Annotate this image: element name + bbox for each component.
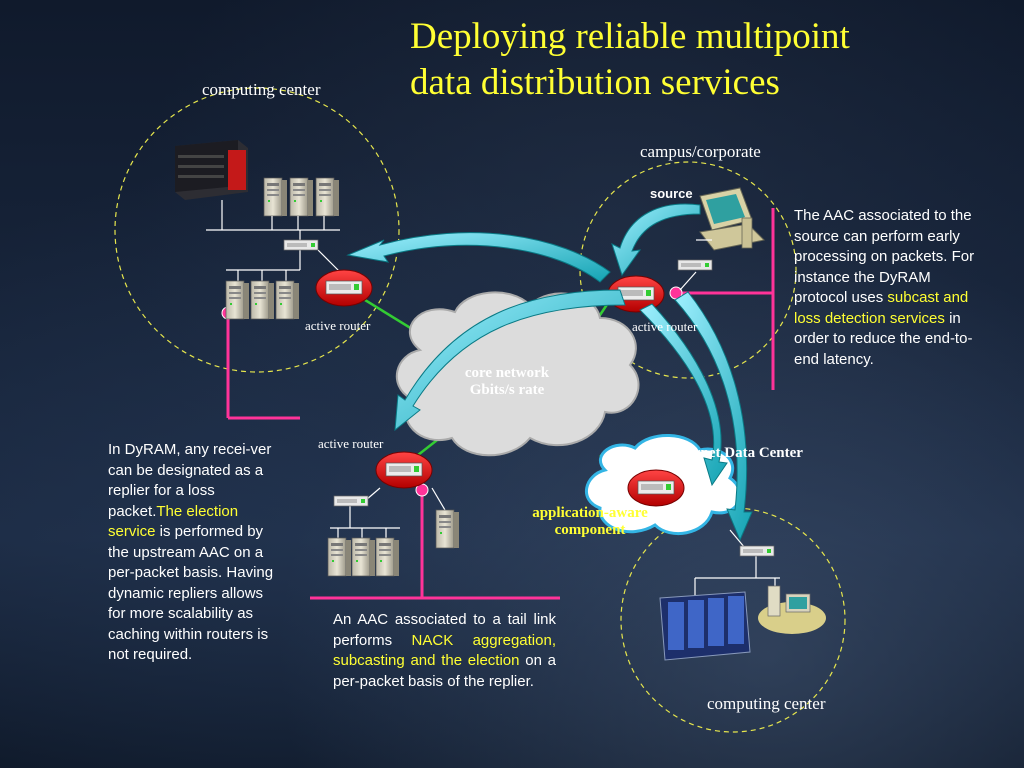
server-icon [263, 177, 340, 217]
active-router-icon [375, 451, 433, 489]
core-network-line-1: core network [464, 365, 550, 381]
note-text: An AAC associated to a tail link perform… [333, 611, 556, 649]
workstation-icon [758, 585, 826, 634]
computing-center-zone [114, 87, 400, 373]
core-network-line-2: Gbits/s rate [469, 382, 545, 398]
computer-icon [699, 187, 766, 251]
internet-data-center-label: Internet Data Center [668, 445, 803, 461]
computing-center-top-label: computing center [202, 80, 321, 99]
note-text: is performed by the upstream AAC on a pe… [108, 523, 274, 663]
switch-icon [283, 239, 319, 251]
core-network-cloud [395, 291, 640, 457]
campus-label: campus/corporate [640, 142, 761, 161]
server-icon [225, 280, 300, 320]
source-aac-note: The AAC associated to the source can per… [794, 206, 986, 370]
server-rack-icon [659, 591, 751, 661]
app-aware-line-2: component [554, 522, 626, 538]
server-icon [327, 509, 460, 577]
switch-icon [333, 495, 369, 507]
tail-link-note: An AAC associated to a tail link perform… [333, 610, 556, 692]
supercomputer-icon [175, 140, 248, 200]
title-line-1: Deploying reliable multipoint [410, 16, 850, 57]
note-text: The AAC associated to the source can per… [794, 207, 975, 306]
page-title: Deploying reliable multipoint data distr… [410, 14, 970, 106]
application-aware-label: application-aware component [515, 505, 665, 539]
source-label: source [650, 186, 693, 201]
note-highlight: NACK aggregation, subcasting and the ele… [333, 631, 556, 670]
note-text: in order to reduce the end-to-end latenc… [794, 309, 973, 368]
active-router-label: active router [632, 319, 698, 334]
computing-center-bottom-label: computing center [707, 694, 826, 713]
app-aware-line-1: application-aware [532, 505, 648, 521]
core-network-label: core network Gbits/s rate [452, 365, 562, 399]
dyram-replier-note: In DyRAM, any recei-ver can be designate… [108, 440, 278, 666]
switch-icon [677, 259, 713, 271]
active-router-icon [627, 469, 685, 507]
switch-icon [739, 545, 775, 557]
note-text: In DyRAM, any recei-ver can be designate… [108, 441, 272, 520]
computing-center-bottom-zone [620, 507, 846, 733]
active-router-label: active router [305, 318, 371, 333]
multicast-arrows [346, 203, 753, 542]
note-text: on a per-packet basis of the replier. [333, 652, 556, 690]
active-router-icon [315, 269, 373, 307]
active-router-label: active router [318, 436, 384, 451]
note-highlight: The election service [108, 502, 239, 541]
campus-zone [579, 161, 797, 379]
pink-tail-links [226, 208, 775, 600]
title-line-2: data distribution services [410, 62, 780, 103]
note-highlight: subcast and loss detection services [794, 289, 969, 327]
